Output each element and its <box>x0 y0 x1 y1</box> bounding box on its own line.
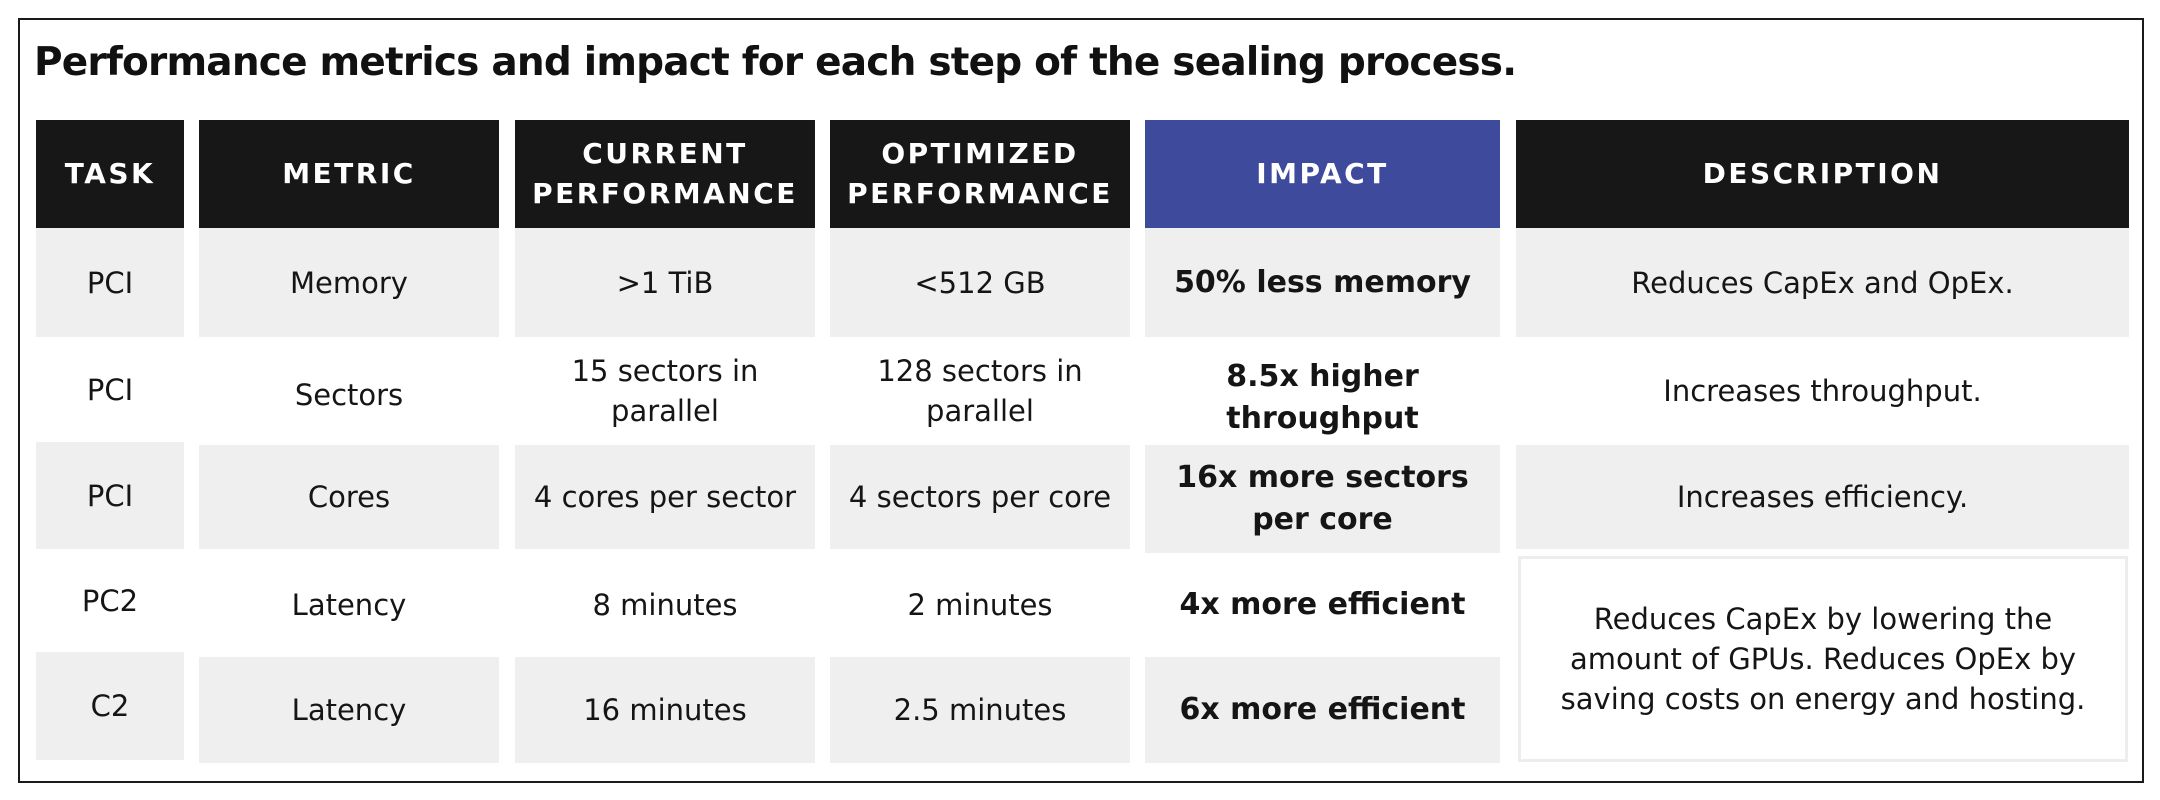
row3-task: PCI <box>36 442 184 549</box>
row2-current: 15 sectors in parallel <box>571 354 759 428</box>
header-current-performance: CURRENT PERFORMANCE <box>515 120 815 228</box>
row3-optimized: 4 sectors per core <box>830 445 1130 549</box>
row1-metric: Memory <box>199 228 499 337</box>
header-task: TASK <box>36 120 184 228</box>
row4-optimized: 2 minutes <box>907 588 1053 622</box>
header-metric: METRIC <box>199 120 499 228</box>
row4-impact: 4x more efficient <box>1179 587 1466 622</box>
row5-metric: Latency <box>199 657 499 763</box>
row1-description: Reduces CapEx and OpEx. <box>1516 228 2129 337</box>
row3-current: 4 cores per sector <box>515 445 815 549</box>
row3-impact: 16x more sectors per core <box>1145 445 1500 553</box>
row2-impact: 8.5x higher throughput <box>1226 359 1419 436</box>
row5-impact: 6x more efficient <box>1145 657 1500 763</box>
row1-optimized: <512 GB <box>830 228 1130 337</box>
row2-description: Increases throughput. <box>1663 374 1982 408</box>
row4-current: 8 minutes <box>592 588 738 622</box>
row1-current: >1 TiB <box>515 228 815 337</box>
header-description: DESCRIPTION <box>1516 120 2129 228</box>
row2-task: PCI <box>86 372 134 407</box>
row4-metric: Latency <box>291 588 407 622</box>
row2-metric: Sectors <box>294 378 404 412</box>
header-optimized-performance: OPTIMIZED PERFORMANCE <box>830 120 1130 228</box>
row2-optimized: 128 sectors in parallel <box>877 354 1083 428</box>
row5-task: C2 <box>36 652 184 760</box>
header-impact: IMPACT <box>1145 120 1500 228</box>
row5-current: 16 minutes <box>515 657 815 763</box>
table-title: Performance metrics and impact for each … <box>34 40 1517 85</box>
row4-5-description: Reduces CapEx by lowering the amount of … <box>1518 556 2128 762</box>
row3-metric: Cores <box>199 445 499 549</box>
row1-impact: 50% less memory <box>1145 228 1500 337</box>
row4-task: PC2 <box>81 583 139 618</box>
row3-description: Increases efficiency. <box>1516 445 2129 549</box>
row5-optimized: 2.5 minutes <box>830 657 1130 763</box>
row1-task: PCI <box>36 228 184 337</box>
